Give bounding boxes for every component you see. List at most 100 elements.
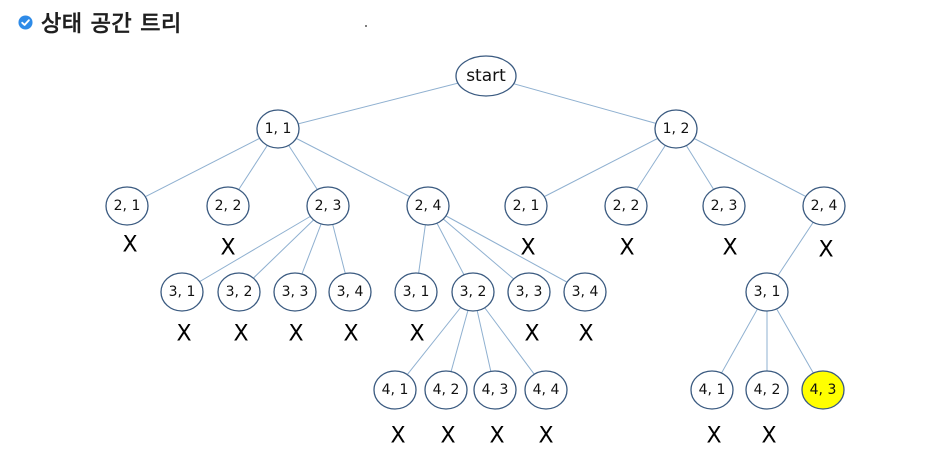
node-ellipse [524,370,568,410]
pruned-x-mark: X [538,424,553,449]
node-ellipse [256,109,300,149]
tree-node: 3, 1 [745,272,789,312]
node-ellipse [604,186,648,226]
tree-node: 2, 3 [306,186,350,226]
node-ellipse [206,186,250,226]
node-ellipse [473,370,517,410]
node-label: 3, 4 [337,284,364,300]
node-ellipse [563,272,607,312]
node-ellipse [507,272,551,312]
tree-node: 2, 4 [406,186,450,226]
tree-node: 3, 3 [507,272,551,312]
node-label: 3, 2 [460,284,487,300]
tree-edges [126,75,825,391]
tree-edge [238,205,329,293]
node-ellipse [217,272,261,312]
node-ellipse [160,272,204,312]
node-label: 2, 4 [415,198,442,214]
node-label: 4, 1 [382,382,409,398]
node-ellipse [273,272,317,312]
node-label: 1, 2 [663,121,690,137]
tree-node: 3, 2 [217,272,261,312]
pruned-x-mark: X [122,233,137,258]
stray-dot [365,25,367,27]
tree-node: 3, 4 [328,272,372,312]
tree-node: 4, 2 [424,370,468,410]
node-label: 4, 2 [754,382,781,398]
tree-edge [472,291,547,391]
pruned-x-mark: X [409,322,424,347]
pruned-x-mark: X [818,238,833,263]
pruned-x-mark: X [288,322,303,347]
node-label: 2, 1 [513,198,540,214]
header: 상태 공간 트리 [18,6,182,38]
tree-edge [277,75,487,130]
pruned-x-mark: X [706,424,721,449]
tree-node: 3, 3 [273,272,317,312]
tree-edge [181,205,329,293]
node-label: 2, 2 [613,198,640,214]
node-label: 4, 3 [810,382,837,398]
pruned-x-mark: X [489,424,504,449]
pruned-x-mark: X [722,236,737,261]
node-label: 3, 2 [226,284,253,300]
node-ellipse [451,272,495,312]
page-title: 상태 공간 트리 [41,12,182,37]
tree-node: 2, 1 [105,186,149,226]
node-label: 3, 3 [282,284,309,300]
tree-edge [277,128,429,207]
pruned-x-mark: X [578,322,593,347]
node-ellipse [504,186,548,226]
tree-edge [427,205,530,293]
node-label: 4, 3 [482,382,509,398]
node-label: 3, 1 [169,284,196,300]
node-label: 2, 4 [811,198,838,214]
tree-edge [394,291,474,391]
node-ellipse [802,186,846,226]
node-ellipse [654,109,698,149]
tree-node: 1, 2 [654,109,698,149]
node-ellipse [373,370,417,410]
pruned-x-mark: X [233,322,248,347]
tree-edge [485,75,677,130]
node-ellipse [394,272,438,312]
pruned-x-mark: X [520,236,535,261]
tree-node: 3, 2 [451,272,495,312]
node-ellipse [424,370,468,410]
tree-nodes: start 1, 1 1, 2 2, 1 2, 2 2, 3 2, 4 2, 1 2, 2 2, … [105,55,846,410]
node-label: 2, 3 [711,198,738,214]
node-ellipse [105,186,149,226]
node-ellipse [745,370,789,410]
tree-edge [525,128,677,207]
tree-node: 3, 1 [394,272,438,312]
node-label: 2, 2 [215,198,242,214]
node-label: 2, 3 [315,198,342,214]
node-ellipse [702,186,746,226]
tree-node: 2, 2 [206,186,250,226]
tree-node: 4, 4 [524,370,568,410]
node-ellipse [306,186,350,226]
node-label: 1, 1 [265,121,292,137]
node-label: 4, 4 [533,382,560,398]
node-label: 3, 1 [754,284,781,300]
node-ellipse [745,272,789,312]
tree-node: 3, 1 [160,272,204,312]
tree-node: 3, 4 [563,272,607,312]
tree-node: 2, 4 [802,186,846,226]
node-ellipse [406,186,450,226]
node-ellipse [690,370,734,410]
node-label: 4, 2 [433,382,460,398]
node-label: start [466,66,506,86]
tree-edge [427,205,586,293]
pruned-x-mark: X [343,322,358,347]
pruned-x-mark: X [440,424,455,449]
pruned-x-mark: X [220,236,235,261]
pruned-x-mark: X [524,322,539,347]
pruned-x-mark: X [390,424,405,449]
pruned-x-mark: X [619,236,634,261]
node-ellipse-highlighted [801,370,845,410]
tree-edge [126,128,279,207]
node-ellipse [328,272,372,312]
